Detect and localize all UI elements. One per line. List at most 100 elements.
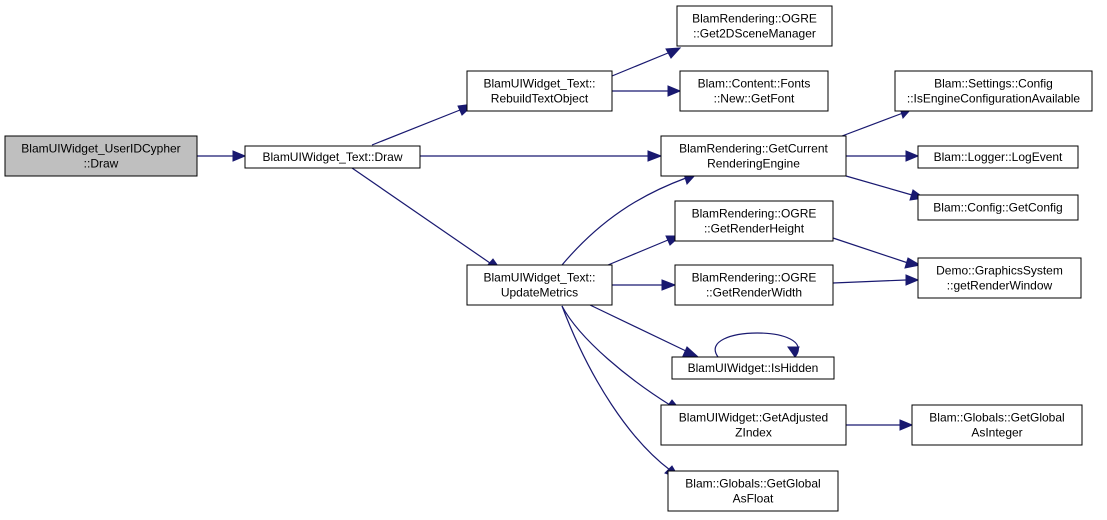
node-box bbox=[911, 404, 1083, 446]
arrowhead bbox=[661, 279, 677, 291]
node-box bbox=[917, 145, 1079, 169]
arrowhead bbox=[665, 47, 682, 59]
arrowhead bbox=[787, 346, 800, 359]
node-label-line: BlamUIWidget::IsHidden bbox=[688, 361, 819, 375]
edge-line bbox=[351, 167, 491, 264]
node-box bbox=[667, 470, 839, 512]
edge-n3-n9 bbox=[589, 304, 699, 357]
edge-line bbox=[589, 304, 687, 352]
node-box bbox=[676, 5, 833, 47]
node-box bbox=[244, 145, 421, 169]
edge-line bbox=[561, 177, 687, 266]
node-n7[interactable]: BlamRendering::OGRE::GetRenderHeight bbox=[674, 200, 834, 242]
edge-line bbox=[611, 52, 669, 77]
node-n4[interactable]: BlamRendering::OGRE::Get2DSceneManager bbox=[676, 5, 833, 47]
node-label-line: Blam::Globals::GetGlobal bbox=[929, 411, 1064, 425]
node-box bbox=[671, 356, 835, 380]
edge-n6-n14 bbox=[845, 175, 926, 201]
edge-line bbox=[561, 305, 671, 406]
node-box bbox=[4, 135, 198, 177]
node-box bbox=[466, 264, 613, 306]
arrowhead bbox=[905, 274, 920, 286]
node-label-line: Blam::Settings::Config bbox=[934, 77, 1053, 91]
edge-line bbox=[561, 305, 671, 471]
node-n0[interactable]: BlamUIWidget_UserIDCypher::Draw bbox=[4, 135, 198, 177]
node-n5[interactable]: Blam::Content::Fonts::New::GetFont bbox=[679, 70, 829, 112]
node-label-line: Blam::Globals::GetGlobal bbox=[685, 477, 820, 491]
edge-n1-n2 bbox=[371, 103, 476, 146]
edge-line bbox=[371, 109, 461, 146]
edge-line bbox=[841, 112, 904, 137]
edge-n6-n13 bbox=[846, 150, 920, 162]
edge-n1-n6 bbox=[420, 150, 663, 162]
edge-n3-n10 bbox=[561, 305, 683, 412]
edge-n2-n4 bbox=[611, 47, 682, 77]
node-n3[interactable]: BlamUIWidget_Text::UpdateMetrics bbox=[466, 264, 613, 306]
arrowhead bbox=[905, 150, 920, 162]
node-label-line: BlamUIWidget_Text:: bbox=[483, 271, 595, 285]
edge-n7-n15 bbox=[832, 237, 922, 269]
node-n2[interactable]: BlamUIWidget_Text::RebuildTextObject bbox=[466, 70, 613, 112]
node-box bbox=[917, 257, 1082, 299]
node-label-line: BlamUIWidget_Text:: bbox=[483, 77, 595, 91]
edge-line bbox=[607, 239, 669, 266]
node-box bbox=[660, 135, 847, 177]
edge-n3-n11 bbox=[561, 305, 681, 479]
node-label-line: Blam::Logger::LogEvent bbox=[934, 150, 1063, 164]
node-label-line: UpdateMetrics bbox=[501, 286, 578, 300]
node-box bbox=[674, 264, 834, 306]
node-box bbox=[674, 200, 834, 242]
node-label-line: ::New::GetFont bbox=[714, 92, 795, 106]
node-label-line: ZIndex bbox=[735, 426, 772, 440]
node-label-line: BlamUIWidget_UserIDCypher bbox=[21, 142, 180, 156]
edge-line bbox=[832, 237, 909, 264]
arrowhead bbox=[682, 346, 699, 357]
node-label-line: BlamRendering::OGRE bbox=[692, 207, 817, 221]
edge-n6-n12 bbox=[841, 107, 911, 137]
node-n9[interactable]: BlamUIWidget::IsHidden bbox=[671, 356, 835, 380]
node-label-line: BlamUIWidget::GetAdjusted bbox=[679, 411, 828, 425]
node-label-line: BlamRendering::GetCurrent bbox=[679, 142, 828, 156]
node-label-line: BlamRendering::OGRE bbox=[692, 271, 817, 285]
node-label-line: BlamUIWidget_Text::Draw bbox=[262, 150, 402, 164]
node-n8[interactable]: BlamRendering::OGRE::GetRenderWidth bbox=[674, 264, 834, 306]
node-label-line: BlamRendering::OGRE bbox=[692, 12, 817, 26]
edge-line bbox=[714, 332, 799, 358]
node-box bbox=[894, 70, 1093, 112]
node-label-line: ::Get2DSceneManager bbox=[693, 27, 816, 41]
node-label-line: ::GetRenderHeight bbox=[704, 222, 805, 236]
node-n15[interactable]: Demo::GraphicsSystem::getRenderWindow bbox=[917, 257, 1082, 299]
arrowhead bbox=[899, 419, 914, 431]
node-label-line: RebuildTextObject bbox=[491, 92, 589, 106]
node-label-line: ::IsEngineConfigurationAvailable bbox=[907, 92, 1081, 106]
node-label-line: RenderingEngine bbox=[707, 157, 800, 171]
node-n12[interactable]: Blam::Settings::Config::IsEngineConfigur… bbox=[894, 70, 1093, 112]
edge-line bbox=[845, 175, 913, 196]
edge-n8-n15 bbox=[832, 274, 920, 286]
edge-line bbox=[832, 279, 907, 284]
node-label-line: ::Draw bbox=[84, 157, 119, 171]
node-n13[interactable]: Blam::Logger::LogEvent bbox=[917, 145, 1079, 169]
node-box bbox=[466, 70, 613, 112]
edge-n9-n9 bbox=[714, 332, 800, 359]
arrowhead bbox=[667, 85, 682, 97]
edge-n0-n1 bbox=[197, 150, 247, 162]
node-label-line: AsFloat bbox=[733, 492, 774, 506]
node-label-line: Blam::Content::Fonts bbox=[698, 77, 811, 91]
node-box bbox=[917, 194, 1079, 221]
node-label-line: AsInteger bbox=[971, 426, 1022, 440]
node-label-line: ::getRenderWindow bbox=[947, 279, 1053, 293]
arrowhead bbox=[904, 257, 922, 269]
node-n14[interactable]: Blam::Config::GetConfig bbox=[917, 194, 1079, 221]
node-label-line: ::GetRenderWidth bbox=[706, 286, 802, 300]
edge-n10-n16 bbox=[846, 419, 914, 431]
node-box bbox=[660, 404, 847, 446]
edge-n2-n5 bbox=[612, 85, 682, 97]
node-n1[interactable]: BlamUIWidget_Text::Draw bbox=[244, 145, 421, 169]
